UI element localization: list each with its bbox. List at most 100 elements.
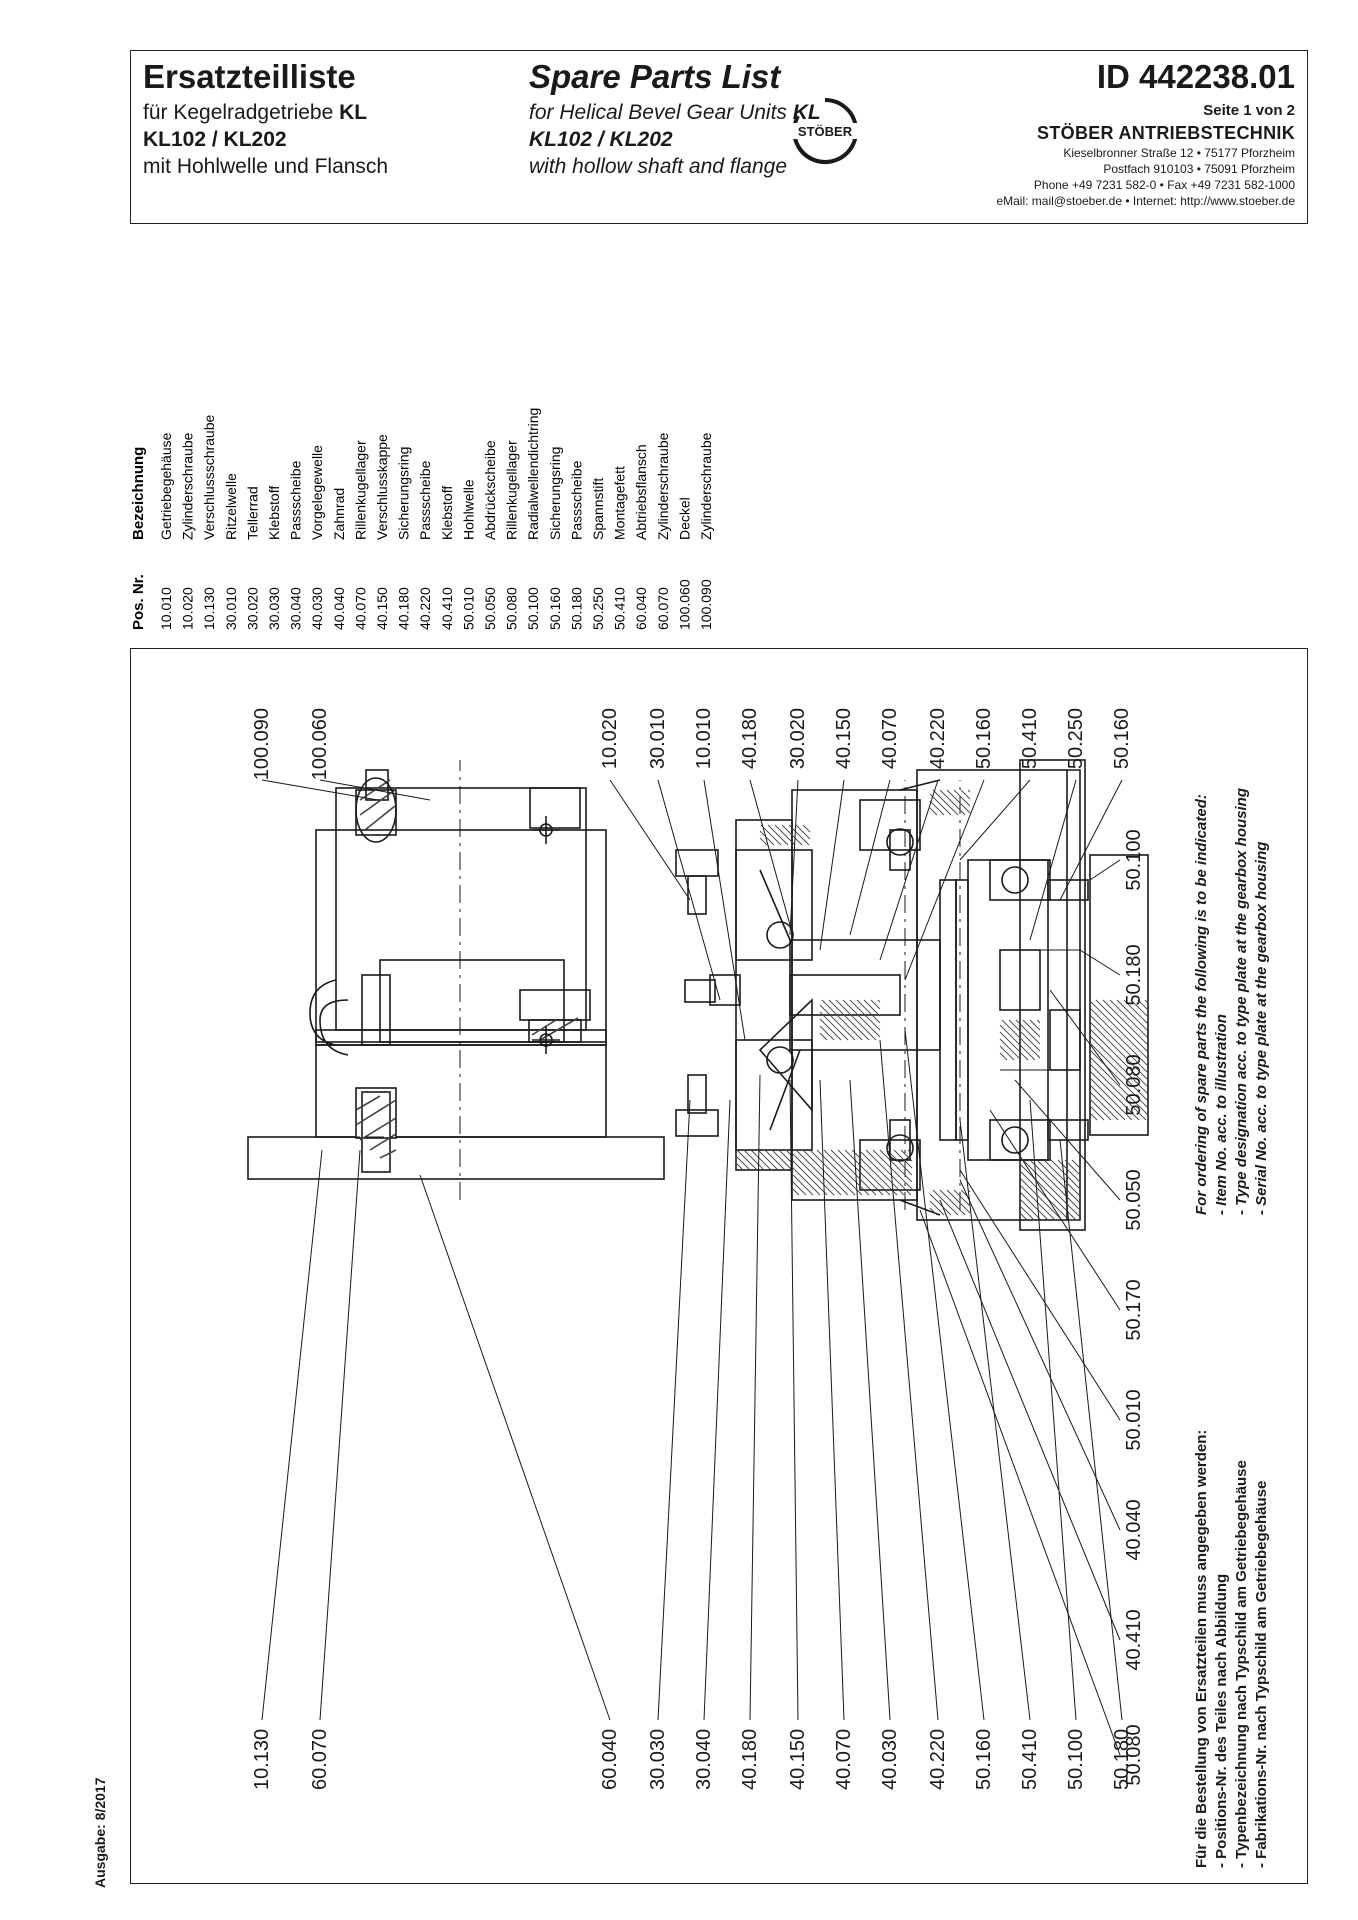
leader-line xyxy=(1059,1139,1123,1721)
part-pos: 10.010 xyxy=(158,587,174,630)
subtitle-german-1: für Kegelradgetriebe KL xyxy=(143,101,368,124)
address-line-1: Kieselbronner Straße 12 • 75177 Pforzhei… xyxy=(1063,146,1295,160)
hatch-line xyxy=(1089,1028,1149,1088)
hatch-line xyxy=(809,1149,856,1196)
leader-line xyxy=(1079,949,1121,976)
hatch-line xyxy=(999,1045,1015,1061)
hatch-line xyxy=(816,1149,863,1196)
subtitle-english-1: for Helical Bevel Gear Units KL xyxy=(529,101,821,124)
part-pos: 50.410 xyxy=(612,587,628,630)
title-english: Spare Parts List xyxy=(529,58,781,95)
hatch-line xyxy=(736,1149,758,1171)
subtitle-english-2: KL102 / KL202 xyxy=(529,128,673,151)
leader-line xyxy=(789,1079,799,1721)
leader-line xyxy=(879,779,939,961)
hatch-line xyxy=(1071,1159,1081,1169)
hatch-line xyxy=(1102,999,1149,1046)
hatch-line xyxy=(907,1149,913,1155)
callout-label-top: 30.020 xyxy=(787,708,809,769)
hatch-line xyxy=(900,1149,913,1162)
hatch-line xyxy=(1019,1177,1063,1221)
ordering-note-de: - Fabrikations-Nr. nach Typschild am Get… xyxy=(1253,1481,1270,1868)
part-pos: 40.030 xyxy=(309,587,325,630)
hatch-line xyxy=(929,1193,952,1216)
hatch-line xyxy=(764,1149,786,1171)
col-header-pos: Pos. Nr. xyxy=(130,574,147,630)
title-german: Ersatzteilliste xyxy=(143,58,356,95)
callout-label-right: 50.100 xyxy=(1123,829,1145,890)
leader-line xyxy=(819,779,845,951)
hatch-line xyxy=(939,789,966,816)
part-desc: Tellerrad xyxy=(244,486,260,540)
subtitle-german-3: mit Hohlwelle und Flansch xyxy=(143,155,389,178)
hatch-line xyxy=(778,1149,793,1164)
leader-line xyxy=(1049,989,1121,1086)
hatch-line xyxy=(1019,1163,1077,1221)
part-desc: Sicherungsring xyxy=(547,447,563,540)
hatch-line xyxy=(821,999,863,1041)
side-view xyxy=(247,760,665,1200)
leader-line xyxy=(261,779,379,801)
hatch-line xyxy=(1089,1105,1105,1121)
part-desc: Hohlwelle xyxy=(460,479,476,540)
hatch-line xyxy=(1089,1084,1126,1121)
part-desc: Verschlussschraube xyxy=(201,414,217,540)
hatch-line xyxy=(877,999,881,1003)
callout-label-bottom: 10.130 xyxy=(251,1729,273,1790)
hatch-line xyxy=(1019,1205,1035,1221)
leader-line xyxy=(749,779,791,926)
hatch-line xyxy=(828,999,870,1041)
leader-line xyxy=(703,1099,731,1721)
leader-line xyxy=(319,779,431,801)
leader-line xyxy=(959,779,1031,861)
callout-label-top: 10.020 xyxy=(599,708,621,769)
callout-label-bottom: 40.180 xyxy=(739,1729,761,1790)
part-pos: 50.250 xyxy=(590,587,606,630)
hatch-line xyxy=(1019,1212,1028,1221)
hatch-line xyxy=(771,1149,793,1171)
part-pos: 50.180 xyxy=(568,587,584,630)
leader-line xyxy=(904,779,985,981)
callout-label-top: 40.070 xyxy=(879,708,901,769)
address-line-2: Postfach 910103 • 75091 Pforzheim xyxy=(1103,162,1295,176)
hatch-line xyxy=(844,1149,891,1196)
part-desc: Rillenkugellager xyxy=(504,440,520,540)
callout-label-right: 40.040 xyxy=(1123,1499,1145,1560)
callout-label-top: 30.010 xyxy=(647,708,669,769)
callout-label-right: 50.080 xyxy=(1123,1724,1145,1785)
leader-line xyxy=(959,1119,1031,1721)
part-pos: 100.090 xyxy=(698,579,714,630)
ordering-note-en: - Type designation acc. to type plate at… xyxy=(1233,788,1250,1215)
hatch-line xyxy=(791,1173,814,1196)
callout-label-bottom: 50.100 xyxy=(1065,1729,1087,1790)
hatch-line xyxy=(879,1149,913,1183)
callout-label-bottom: 40.220 xyxy=(927,1729,949,1790)
hatch-line xyxy=(819,1011,849,1041)
callout-label-top: 50.160 xyxy=(1111,708,1133,769)
section-view xyxy=(675,759,1149,1231)
hatch-line xyxy=(835,999,877,1041)
hatch-line xyxy=(1137,999,1149,1011)
part-desc: Sicherungsring xyxy=(396,447,412,540)
part-desc: Klebstoff xyxy=(439,486,455,540)
hatch-line xyxy=(1043,1159,1081,1197)
hatch-line xyxy=(953,1189,971,1207)
part-pos: 50.160 xyxy=(547,587,563,630)
col-header-desc: Bezeichnung xyxy=(130,447,147,540)
leader-line xyxy=(904,1029,985,1721)
hatch-line xyxy=(1089,1063,1147,1121)
hatch-line xyxy=(1089,1035,1149,1095)
part-desc: Abdrückscheibe xyxy=(482,440,498,540)
hatch-line xyxy=(849,999,881,1031)
hatch-line xyxy=(767,824,789,846)
ordering-note-en: - Serial No. acc. to type plate at the g… xyxy=(1253,842,1270,1215)
leader-line xyxy=(989,1109,1121,1311)
hatch-line xyxy=(819,1025,835,1041)
hatch-line xyxy=(999,1024,1036,1061)
header-company: ID 442238.01 Seite 1 von 2 STÖBER ANTRIE… xyxy=(996,55,1295,209)
part-desc: Passscheibe xyxy=(568,460,584,540)
hatch-line xyxy=(1089,1056,1149,1116)
leader-line xyxy=(319,1149,361,1721)
hatch-line xyxy=(795,1149,842,1196)
hatch-line xyxy=(932,789,959,816)
